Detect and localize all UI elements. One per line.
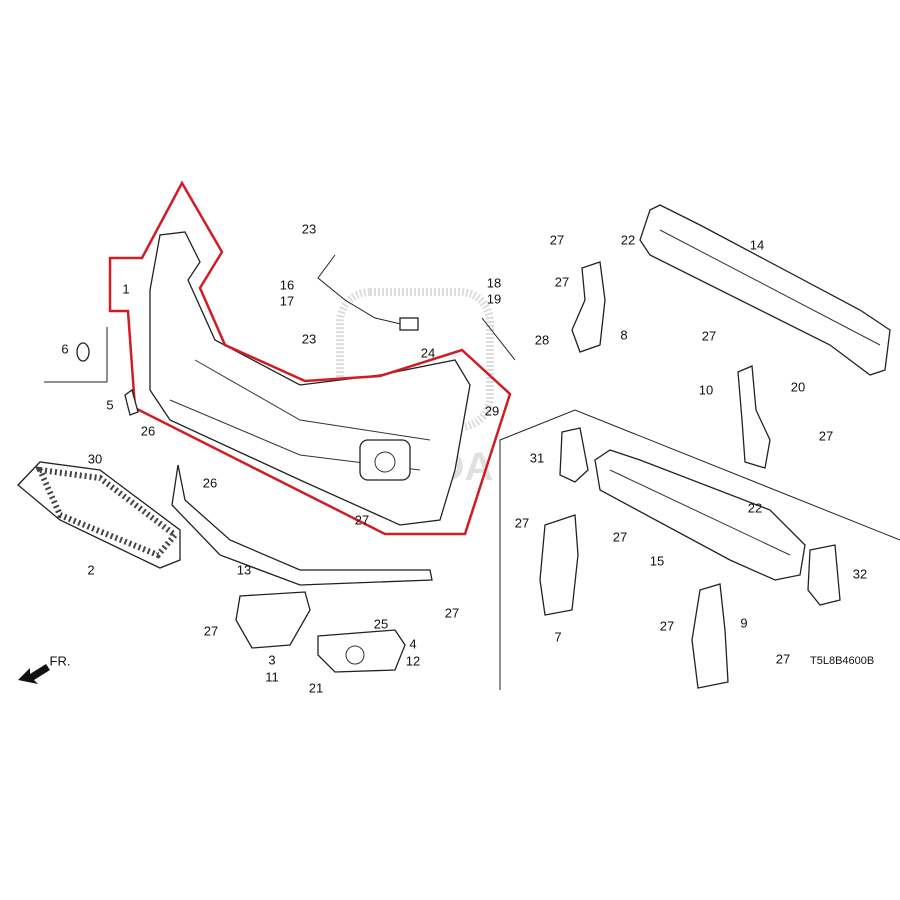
divider-line xyxy=(44,327,108,383)
part-callout-label: 11 xyxy=(265,669,279,684)
lower-grille-part xyxy=(17,461,181,569)
part-callout-label: 9 xyxy=(740,615,747,630)
part-callout-label: 31 xyxy=(530,450,544,465)
front-direction-arrow: FR. xyxy=(18,653,70,684)
wire-harness-part xyxy=(317,254,406,326)
part-callout-label: 18 xyxy=(487,275,501,290)
part-callout-label: 4 xyxy=(409,636,416,651)
part-callout-label: 16 xyxy=(280,277,294,292)
part-callout-label: 22 xyxy=(621,232,635,247)
part-callout-label: 26 xyxy=(203,475,217,490)
part-callout-label: 28 xyxy=(535,332,549,347)
part-callout-label: 24 xyxy=(421,345,435,360)
part-callout-label: 15 xyxy=(650,553,664,568)
part-callout-label: 27 xyxy=(613,529,627,544)
part-callout-label: 6 xyxy=(61,341,68,356)
part-callout-label: 12 xyxy=(406,653,420,668)
part-callout-label: 27 xyxy=(550,232,564,247)
part-callout-label: 27 xyxy=(355,512,369,527)
part-callout-label: 29 xyxy=(485,403,499,418)
part-callout-label: 27 xyxy=(515,515,529,530)
part-callout-label: 19 xyxy=(487,291,501,306)
part-callout-label: 27 xyxy=(445,605,459,620)
sensor-bracket-part xyxy=(481,317,516,361)
highlight-outline xyxy=(108,180,512,536)
bracket-7-part xyxy=(539,514,579,616)
spoiler-strip-part xyxy=(171,464,433,586)
part-callout-label: 7 xyxy=(554,629,561,644)
bracket-32-part xyxy=(807,544,841,606)
energy-absorber-part xyxy=(594,449,806,581)
part-callout-label: 3 xyxy=(268,652,275,667)
bracket-31-part xyxy=(559,427,589,483)
cap-6-part xyxy=(76,342,90,362)
part-callout-label: 23 xyxy=(302,331,316,346)
part-callout-label: 22 xyxy=(748,500,762,515)
part-callout-label: 32 xyxy=(853,566,867,581)
part-callout-label: 27 xyxy=(776,651,790,666)
part-callout-label: 20 xyxy=(791,379,805,394)
part-callout-label: 8 xyxy=(620,327,627,342)
bracket-9-part xyxy=(691,583,729,689)
part-callout-label: 21 xyxy=(309,680,323,695)
clip-5-part xyxy=(124,388,139,416)
reinforcement-beam-part xyxy=(639,204,891,376)
front-indicator-label: FR. xyxy=(50,653,71,668)
divider-line xyxy=(499,409,900,690)
part-callout-label: 1 xyxy=(122,281,129,296)
part-callout-label: 14 xyxy=(750,237,764,252)
part-callout-label: 13 xyxy=(237,562,251,577)
part-callout-label: 10 xyxy=(699,382,713,397)
part-callout-label: 27 xyxy=(702,328,716,343)
part-callout-label: 2 xyxy=(87,562,94,577)
part-callout-label: 17 xyxy=(280,293,294,308)
part-callout-label: 27 xyxy=(660,618,674,633)
part-callout-label: 5 xyxy=(106,397,113,412)
part-callout-label: 27 xyxy=(204,623,218,638)
part-callout-label: 27 xyxy=(555,274,569,289)
fog-cover-left-part xyxy=(235,591,311,649)
part-callout-label: 26 xyxy=(141,423,155,438)
bracket-8-part xyxy=(571,261,606,353)
part-callout-label: 23 xyxy=(302,221,316,236)
fog-cover-right-part xyxy=(317,629,406,673)
bracket-10-part xyxy=(737,365,771,469)
part-callout-label: 25 xyxy=(374,616,388,631)
part-callout-label: 30 xyxy=(88,451,102,466)
part-callout-label: 27 xyxy=(819,428,833,443)
front-bumper-part xyxy=(149,231,471,526)
diagram-code: T5L8B4600B xyxy=(810,655,874,667)
